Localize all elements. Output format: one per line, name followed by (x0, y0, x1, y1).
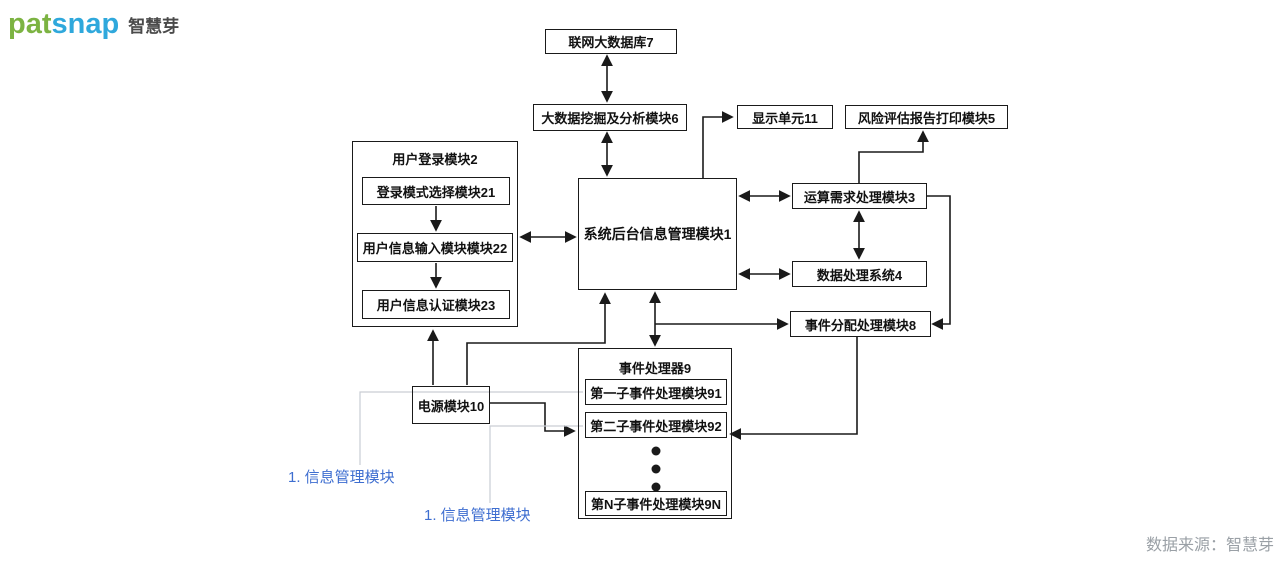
annotation-info-management-2[interactable]: 1. 信息管理模块 (424, 507, 531, 524)
box-sub-event-9n: 第N子事件处理模块9N (585, 491, 727, 516)
group-user-login-module-2: 用户登录模块2 (352, 141, 518, 327)
data-source-caption: 数据来源：智慧芽 (1145, 537, 1274, 554)
diagram-arrows (427, 54, 951, 492)
box-risk-report-print-5: 风险评估报告打印模块5 (845, 105, 1008, 129)
box-sub-event-91: 第一子事件处理模块91 (585, 379, 727, 405)
box-data-processing-system-4: 数据处理系统4 (792, 261, 927, 287)
logo-pat: pat (8, 8, 52, 40)
box-login-mode-select-21: 登录模式选择模块21 (362, 177, 510, 205)
box-networked-big-database-7: 联网大数据库7 (545, 29, 677, 54)
box-user-info-auth-23: 用户信息认证模块23 (362, 290, 510, 319)
group-event-processor-9: 事件处理器9 (578, 348, 732, 519)
logo-snap: snap (51, 8, 120, 40)
box-backend-info-management-1: 系统后台信息管理模块1 (578, 178, 737, 290)
box-power-module-10: 电源模块10 (412, 386, 490, 424)
box-compute-demand-3: 运算需求处理模块3 (792, 183, 927, 209)
box-display-unit-11: 显示单元11 (737, 105, 833, 129)
box-bigdata-mining-analysis-6: 大数据挖掘及分析模块6 (533, 104, 687, 131)
group-user-login-module-2-title: 用户登录模块2 (392, 152, 478, 167)
logo-cjk-suffix: 智慧芽 (128, 17, 180, 36)
annotation-info-management-1[interactable]: 1. 信息管理模块 (288, 469, 395, 486)
group-event-processor-9-title: 事件处理器9 (618, 361, 692, 376)
box-sub-event-92: 第二子事件处理模块92 (585, 412, 727, 438)
box-user-info-input-22: 用户信息输入模块模块22 (357, 233, 513, 262)
box-event-dispatch-8: 事件分配处理模块8 (790, 311, 931, 337)
annotation-leader-lines (359, 391, 583, 503)
